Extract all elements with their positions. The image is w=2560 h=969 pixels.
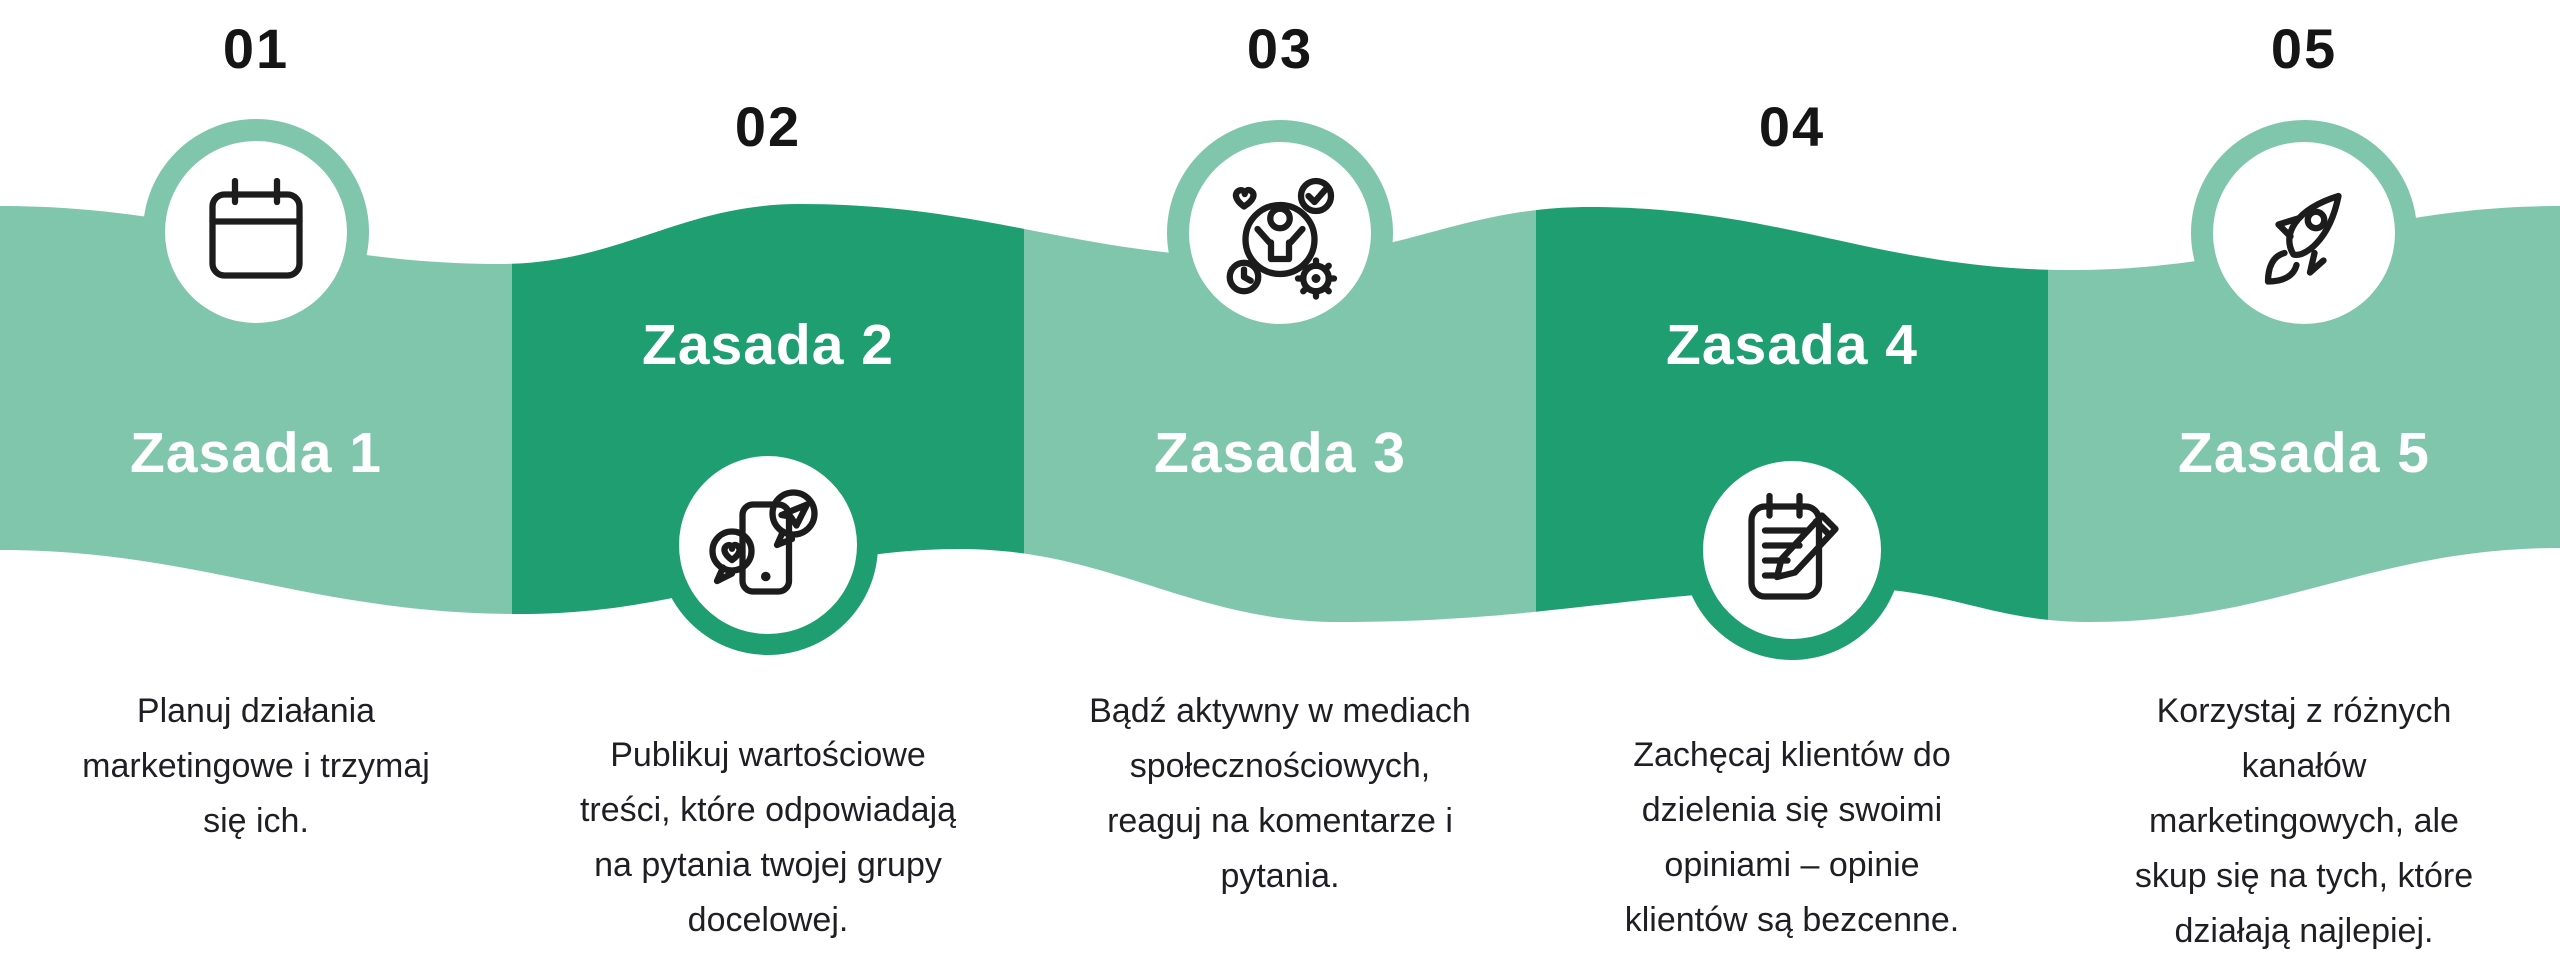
- step-column-3: 03 Zasada 3 Bądź aktywny w mediach społe…: [1024, 0, 1536, 969]
- step-number: 03: [1246, 17, 1314, 80]
- step-number: 04: [1758, 95, 1826, 158]
- step-column-4: 04 Zasada 4 Zachęcaj klientów do dzielen…: [1536, 0, 2048, 969]
- community-engagement-icon: [1205, 157, 1355, 307]
- step-title: Zasada 2: [642, 313, 894, 377]
- rocket-icon: [2229, 157, 2379, 307]
- step-description: Bądź aktywny w mediach społecznościowych…: [1089, 692, 1471, 895]
- calendar-icon: [181, 157, 331, 307]
- step-description: Planuj działania marketingowe i trzymaj …: [82, 692, 430, 840]
- step-title: Zasada 5: [2178, 421, 2430, 485]
- step-column-2: 02 Zasada 2 Publikuj wartościowe treści,…: [512, 0, 1024, 969]
- phone-chat-icon: [693, 470, 843, 620]
- step-column-5: 05 Zasada 5 Korzystaj z różnych kanałów …: [2048, 0, 2560, 969]
- step-number: 01: [222, 17, 290, 80]
- step-description: Korzystaj z różnych kanałów marketingowy…: [2134, 692, 2474, 950]
- step-number: 05: [2270, 17, 2338, 80]
- step-column-1: 01 Zasada 1 Planuj działania marketingow…: [0, 0, 512, 969]
- step-description: Publikuj wartościowe treści, które odpow…: [579, 736, 957, 939]
- step-description: Zachęcaj klientów do dzielenia się swoim…: [1624, 736, 1960, 939]
- notes-pencil-icon: [1717, 475, 1867, 625]
- step-number: 02: [734, 95, 802, 158]
- step-title: Zasada 4: [1666, 313, 1918, 377]
- step-title: Zasada 1: [130, 421, 382, 485]
- step-title: Zasada 3: [1154, 421, 1406, 485]
